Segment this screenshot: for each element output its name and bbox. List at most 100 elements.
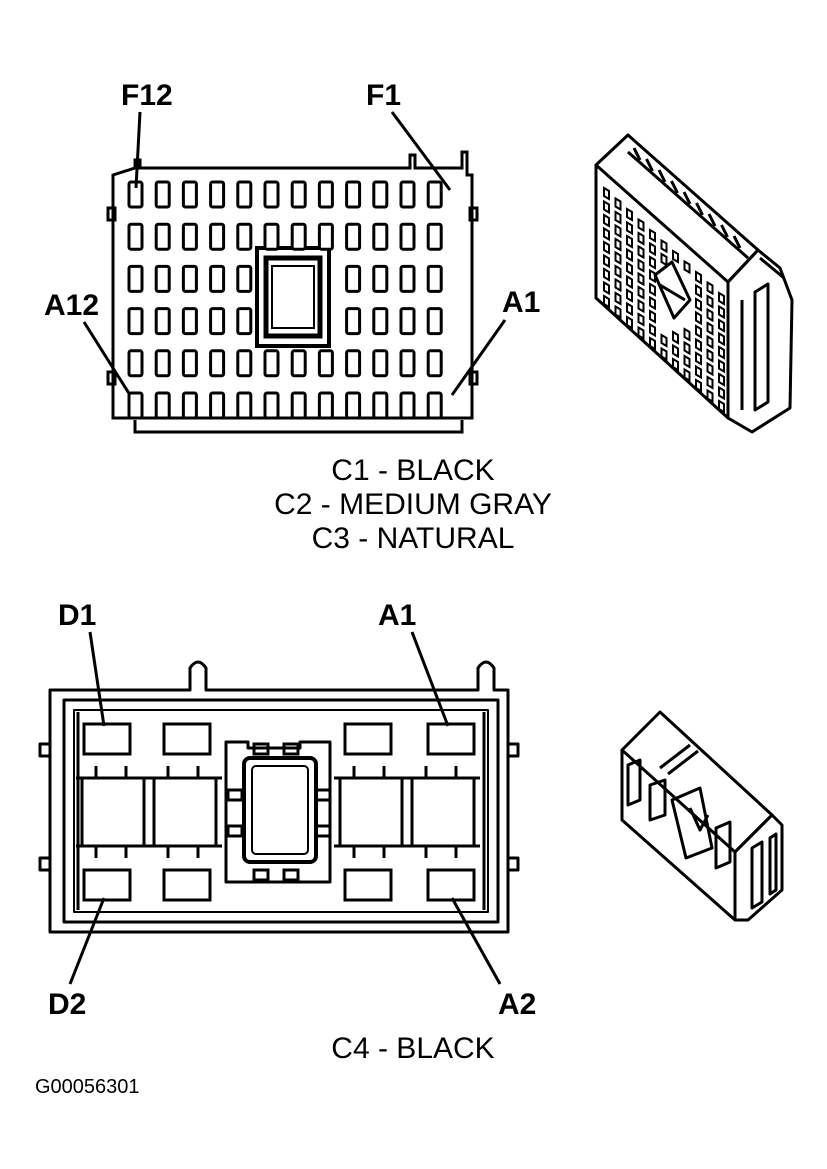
cavity [317, 391, 334, 420]
cavity [614, 264, 622, 279]
leader-a12 [82, 321, 132, 396]
cavity [718, 345, 725, 360]
cavity [614, 304, 622, 320]
cavity [706, 348, 714, 363]
cavity [614, 291, 622, 306]
pin-label-f1: F1 [366, 79, 401, 112]
connector-c1-c3-cavity-grid [127, 180, 443, 420]
rib [707, 213, 717, 227]
leader-d2 [68, 897, 106, 985]
cavity [695, 310, 702, 326]
latch-tab [226, 824, 244, 838]
cavity [426, 180, 443, 209]
cavity [426, 349, 443, 378]
cavity [637, 258, 645, 273]
leader-a2 [450, 897, 502, 985]
cavity [649, 282, 656, 297]
cavity [317, 180, 334, 209]
cavity [706, 321, 714, 336]
cavity [672, 249, 679, 264]
cavity [603, 267, 610, 282]
cavity [683, 259, 691, 275]
cavity [718, 331, 725, 347]
cavity [614, 196, 622, 212]
latch-tab [252, 868, 270, 882]
cavity [683, 354, 691, 369]
cavity [181, 180, 198, 209]
cavity [603, 294, 610, 309]
cavity [718, 399, 725, 414]
cavity [649, 336, 656, 351]
cavity [626, 247, 633, 263]
cavity [317, 222, 334, 251]
cavity [683, 340, 691, 356]
cavity [154, 307, 171, 336]
cavity [181, 391, 198, 420]
cavity [695, 337, 702, 353]
cavity [154, 222, 171, 251]
connector-c4-face-view [38, 660, 520, 934]
cavity [683, 367, 691, 383]
cavity [127, 349, 144, 378]
cavity [672, 330, 679, 345]
cavity [603, 240, 610, 255]
cavity [236, 307, 253, 336]
cavity [695, 378, 702, 393]
cavity [426, 391, 443, 420]
cavity [718, 385, 725, 401]
cavity [290, 349, 307, 378]
cavity [649, 268, 656, 284]
cavity [718, 358, 725, 374]
cavity [127, 307, 144, 336]
cavity [672, 343, 679, 359]
cavity [649, 309, 656, 324]
cavity [263, 391, 280, 420]
cavity [614, 250, 622, 266]
cavity [263, 222, 280, 251]
cavity [399, 349, 416, 378]
cavity [345, 349, 362, 378]
cavity [626, 274, 633, 290]
cavity [626, 234, 633, 249]
cavity [614, 237, 622, 252]
leader-f1 [390, 111, 452, 191]
cavity [660, 252, 668, 267]
cavity [637, 285, 645, 300]
cavity [695, 324, 702, 339]
cavity [372, 391, 389, 420]
cavity [127, 222, 144, 251]
cavity [426, 222, 443, 251]
cavity [706, 307, 714, 323]
cavity [706, 334, 714, 350]
cavity [209, 222, 226, 251]
latch-tab [314, 788, 332, 802]
cavity [236, 349, 253, 378]
cavity [263, 180, 280, 209]
cavity [127, 391, 144, 420]
latch-tab [314, 824, 332, 838]
latch-tab [282, 742, 300, 756]
cavity [372, 307, 389, 336]
cavity [399, 307, 416, 336]
cavity [236, 222, 253, 251]
cavity [154, 264, 171, 293]
connector-c4-large-cavities [80, 776, 476, 848]
cavity [209, 180, 226, 209]
cavity [718, 291, 725, 306]
cavity [290, 391, 307, 420]
cavity [345, 180, 362, 209]
cavity [154, 349, 171, 378]
caption-c1: C1 - BLACK [331, 454, 494, 487]
cavity [603, 253, 610, 269]
caption-c2: C2 - MEDIUM GRAY [274, 488, 552, 521]
connector-c1-c3-isometric-ribs [632, 147, 742, 249]
connector-c4-small-cavities [82, 722, 476, 902]
cavity [127, 264, 144, 293]
cavity [209, 264, 226, 293]
cavity [426, 307, 443, 336]
cavity [649, 322, 656, 338]
cavity [614, 223, 622, 239]
cavity [718, 304, 725, 320]
connector-c1-c3-face-view [106, 150, 479, 434]
cavity [718, 372, 725, 387]
